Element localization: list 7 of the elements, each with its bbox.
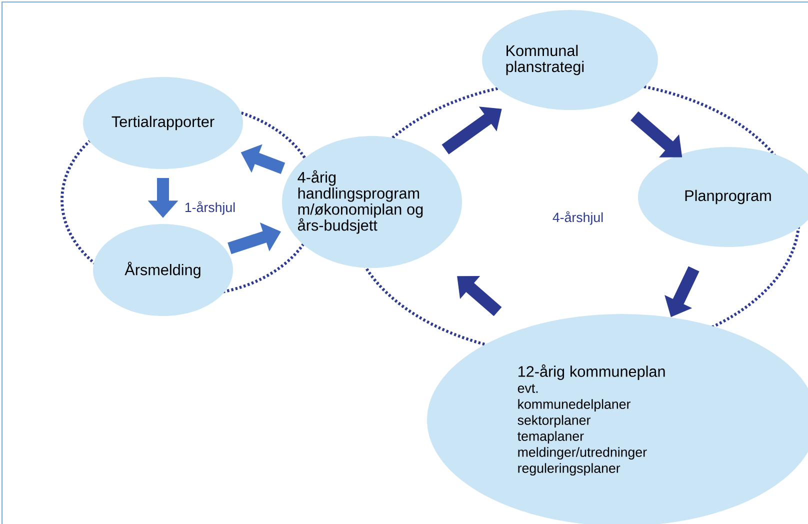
- block-arrow: [457, 276, 502, 316]
- ellipse-node: 4-årig handlingsprogram m/økonomiplan og års-budsjett: [282, 136, 462, 268]
- ellipse-node: Årsmelding: [93, 224, 233, 316]
- ellipse-node: Kommunal planstrategi: [482, 10, 658, 110]
- ellipse-node: Tertialrapporter: [83, 77, 243, 169]
- cycle-label: 4-årshjul: [552, 211, 603, 225]
- cycle-label: 1-årshjul: [185, 201, 235, 215]
